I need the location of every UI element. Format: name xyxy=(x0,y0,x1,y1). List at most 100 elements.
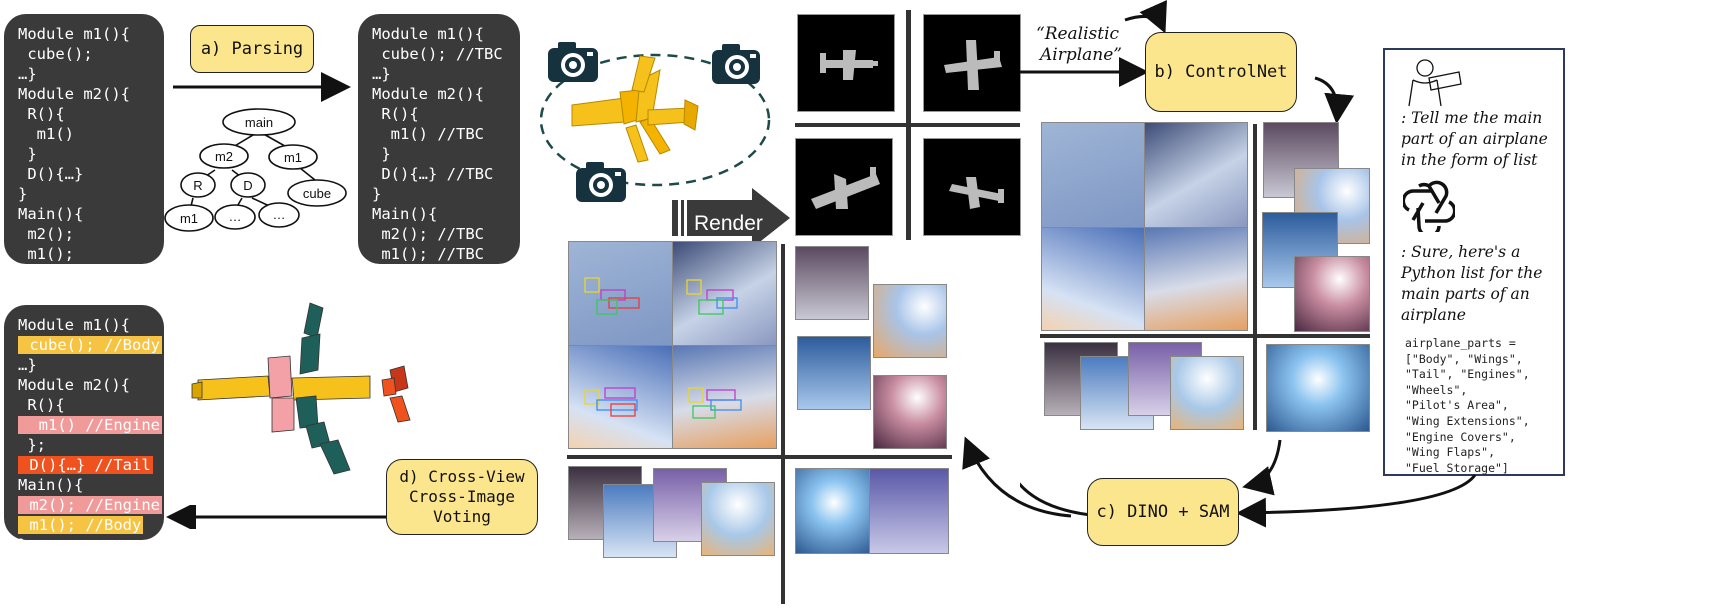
code-line: …} xyxy=(18,65,37,83)
dino-sam-label: c) DINO + SAM xyxy=(1087,478,1239,546)
tree-label-d: D xyxy=(243,178,252,193)
generated-image xyxy=(1266,344,1370,432)
code-line: R(){ xyxy=(372,105,419,123)
code-line: Main(){ xyxy=(18,475,150,495)
grid-divider-horizontal xyxy=(795,123,1020,127)
render-setup-diagram xyxy=(540,42,771,202)
code-line: } xyxy=(18,185,28,203)
tree-label-main: main xyxy=(245,115,273,130)
code-line-text: m1() //Engine xyxy=(18,416,162,434)
code-line: } xyxy=(18,145,37,163)
code-block-original: Module m1(){ cube();…}Module m2(){ R(){ … xyxy=(4,14,164,283)
camera-orbit xyxy=(540,53,771,187)
code-line-highlighted: D(){…} //Tail xyxy=(18,455,153,475)
user-message-line: : Tell me the main xyxy=(1401,109,1543,127)
silhouette-grid xyxy=(795,10,1021,240)
code-block-tbc: Module m1(){ cube(); //TBC…}Module m2(){… xyxy=(358,14,520,283)
llm-chat-panel: : Tell me the main part of an airplane i… xyxy=(1383,48,1565,476)
code-line: "Wheels", xyxy=(1405,382,1468,397)
silhouette-view-2 xyxy=(923,14,1021,112)
tree-label-cube: cube xyxy=(303,186,331,201)
code-line: m1(); //TBC xyxy=(372,245,484,263)
prompt-line-1: “Realistic xyxy=(1036,24,1120,44)
code-line: m2(); //TBC xyxy=(372,225,484,243)
segmented-image xyxy=(869,468,949,554)
code-line: …} xyxy=(18,355,150,375)
code-line: D(){…} //TBC xyxy=(372,165,494,183)
render-label: Render xyxy=(694,212,763,235)
code-line: Main(){ xyxy=(18,205,84,223)
code-line: "Engine Covers", xyxy=(1405,429,1516,444)
code-line: Module m2(){ xyxy=(372,85,484,103)
controlnet-label-text: b) ControlNet xyxy=(1154,62,1288,82)
code-line-text: Main(){ xyxy=(18,476,84,494)
camera-icon xyxy=(712,44,760,84)
segmented-image xyxy=(795,468,873,554)
code-line-text: m2(); //Engine xyxy=(18,496,162,514)
generated-image xyxy=(1041,227,1145,331)
code-line: } xyxy=(372,185,382,203)
code-line-highlighted: m2(); //Engine xyxy=(18,495,162,515)
tree-node-main xyxy=(222,108,296,136)
tree-node-d xyxy=(230,172,266,198)
generated-images-panel xyxy=(1040,120,1370,432)
parse-tree-diagram: main m2 m1 R D cube m1 … … xyxy=(164,72,351,232)
user-message-line: in the form of list xyxy=(1401,151,1538,169)
silhouette-view-3 xyxy=(795,138,893,236)
code-line: Module m2(){ xyxy=(18,85,130,103)
prompt-line-2: Airplane” xyxy=(1040,45,1122,65)
prompt-text: “Realistic Airplane” xyxy=(1036,24,1122,66)
generated-image xyxy=(1144,227,1248,331)
segmented-image xyxy=(568,241,673,346)
flow-arrows-top xyxy=(1020,0,1355,124)
code-line: Module m1(){ xyxy=(372,25,484,43)
code-line-text: cube(); //Body xyxy=(18,336,162,354)
tree-label-m2: m2 xyxy=(215,149,233,164)
code-line: Module m2(){ xyxy=(18,375,150,395)
tree-node-m1-leaf xyxy=(164,204,214,232)
assistant-code-block: airplane_parts =["Body", "Wings","Tail",… xyxy=(1405,336,1530,476)
grid-divider-vertical xyxy=(1253,124,1257,430)
parsing-label-text: a) Parsing xyxy=(200,39,304,59)
tree-node-m1 xyxy=(268,144,318,170)
segmented-image xyxy=(873,284,947,358)
voting-label: d) Cross-View Cross-Image Voting xyxy=(386,459,538,535)
code-line-text: } xyxy=(18,536,28,554)
tree-node-cube xyxy=(287,179,347,207)
code-line-text: }; xyxy=(18,436,46,454)
tree-node-r xyxy=(180,172,216,198)
camera-icon xyxy=(548,42,598,82)
parsing-label: a) Parsing xyxy=(190,25,314,73)
voting-label-line: Voting xyxy=(433,507,491,526)
detection-boxes xyxy=(584,277,742,419)
code-line: ["Body", "Wings", xyxy=(1405,351,1523,366)
generated-image xyxy=(1170,356,1244,430)
generated-image xyxy=(1041,122,1145,228)
dino-sam-label-text: c) DINO + SAM xyxy=(1096,502,1230,522)
code-line: R(){ xyxy=(18,395,150,415)
camera-icon xyxy=(576,162,626,202)
assistant-message: : Sure, here's a Python list for the mai… xyxy=(1401,242,1542,326)
code-line-text: R(){ xyxy=(18,396,65,414)
code-line: } xyxy=(18,535,150,555)
code-line: airplane_parts = xyxy=(1405,336,1516,350)
code-line: "Wing Flaps", xyxy=(1405,445,1496,460)
tree-label-ellipsis-1: … xyxy=(229,209,242,224)
code-line: cube(); xyxy=(18,45,93,63)
render-arrow xyxy=(672,188,790,248)
openai-logo-icon xyxy=(1403,180,1455,232)
code-line-highlighted: cube(); //Body xyxy=(18,335,162,355)
tree-label-r: R xyxy=(193,178,202,193)
silhouette-view-1 xyxy=(797,14,895,112)
assistant-message-line: airplane xyxy=(1401,306,1466,324)
generated-image xyxy=(1294,256,1370,332)
airplane-model-yellow xyxy=(571,55,699,163)
code-line: } xyxy=(18,265,28,283)
voting-arrow xyxy=(166,505,386,529)
segmented-image xyxy=(795,246,869,320)
code-line-highlighted: m1(); //Body xyxy=(18,515,150,535)
silhouette-view-4 xyxy=(923,138,1021,236)
grid-divider-horizontal xyxy=(1040,334,1370,338)
code-line: …} xyxy=(372,65,391,83)
labeled-airplane-model xyxy=(191,302,411,475)
